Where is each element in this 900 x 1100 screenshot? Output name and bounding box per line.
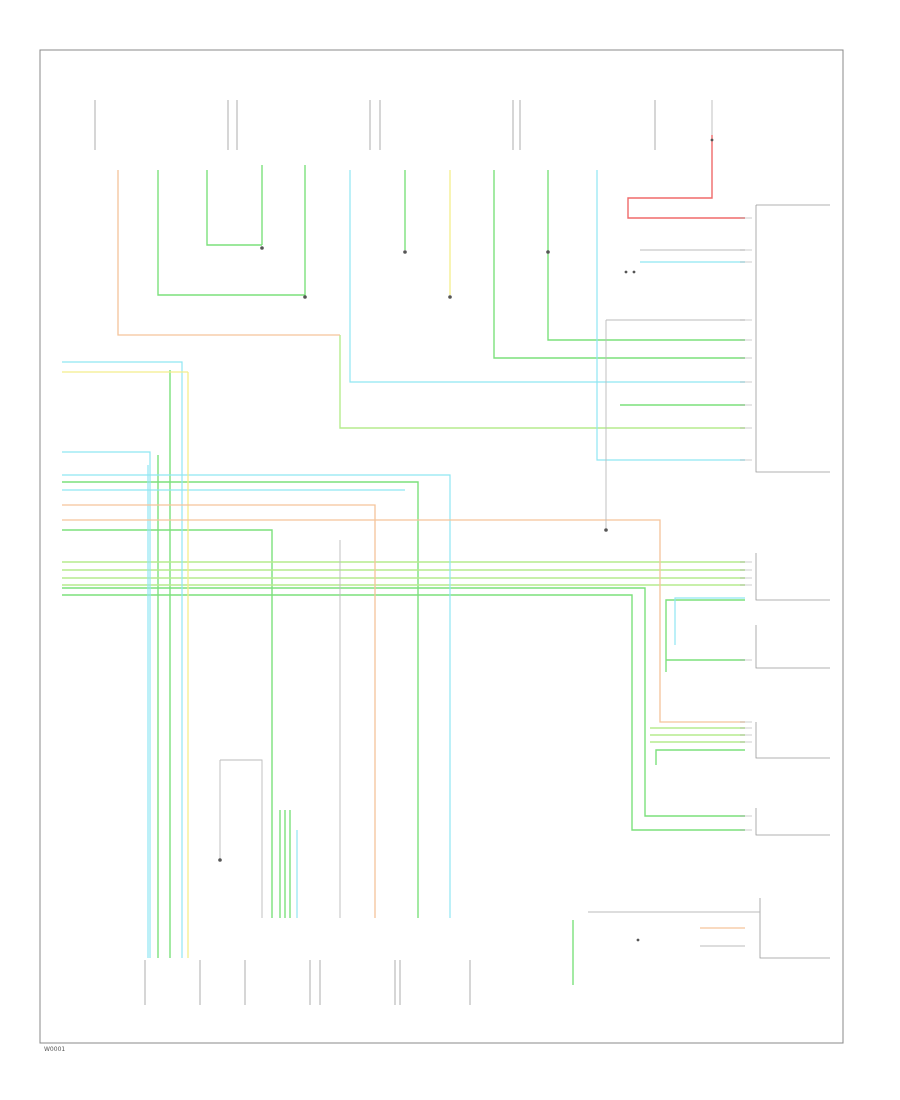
wire-red bbox=[627, 135, 745, 219]
wire-orange bbox=[62, 170, 745, 929]
diagram-frame bbox=[39, 49, 844, 1044]
bottom-modules bbox=[144, 960, 471, 1005]
pin-ticks bbox=[740, 217, 752, 831]
wire-cyan bbox=[62, 170, 745, 958]
wire-green bbox=[62, 165, 745, 985]
wire-grey bbox=[219, 100, 760, 947]
right-modules bbox=[755, 204, 830, 959]
splice-dots bbox=[218, 138, 714, 942]
wire-yellow-green bbox=[62, 335, 745, 743]
diagram-code: W0001 bbox=[44, 1046, 65, 1053]
wire-yellow bbox=[62, 170, 451, 958]
top-seat-modules bbox=[94, 100, 656, 150]
